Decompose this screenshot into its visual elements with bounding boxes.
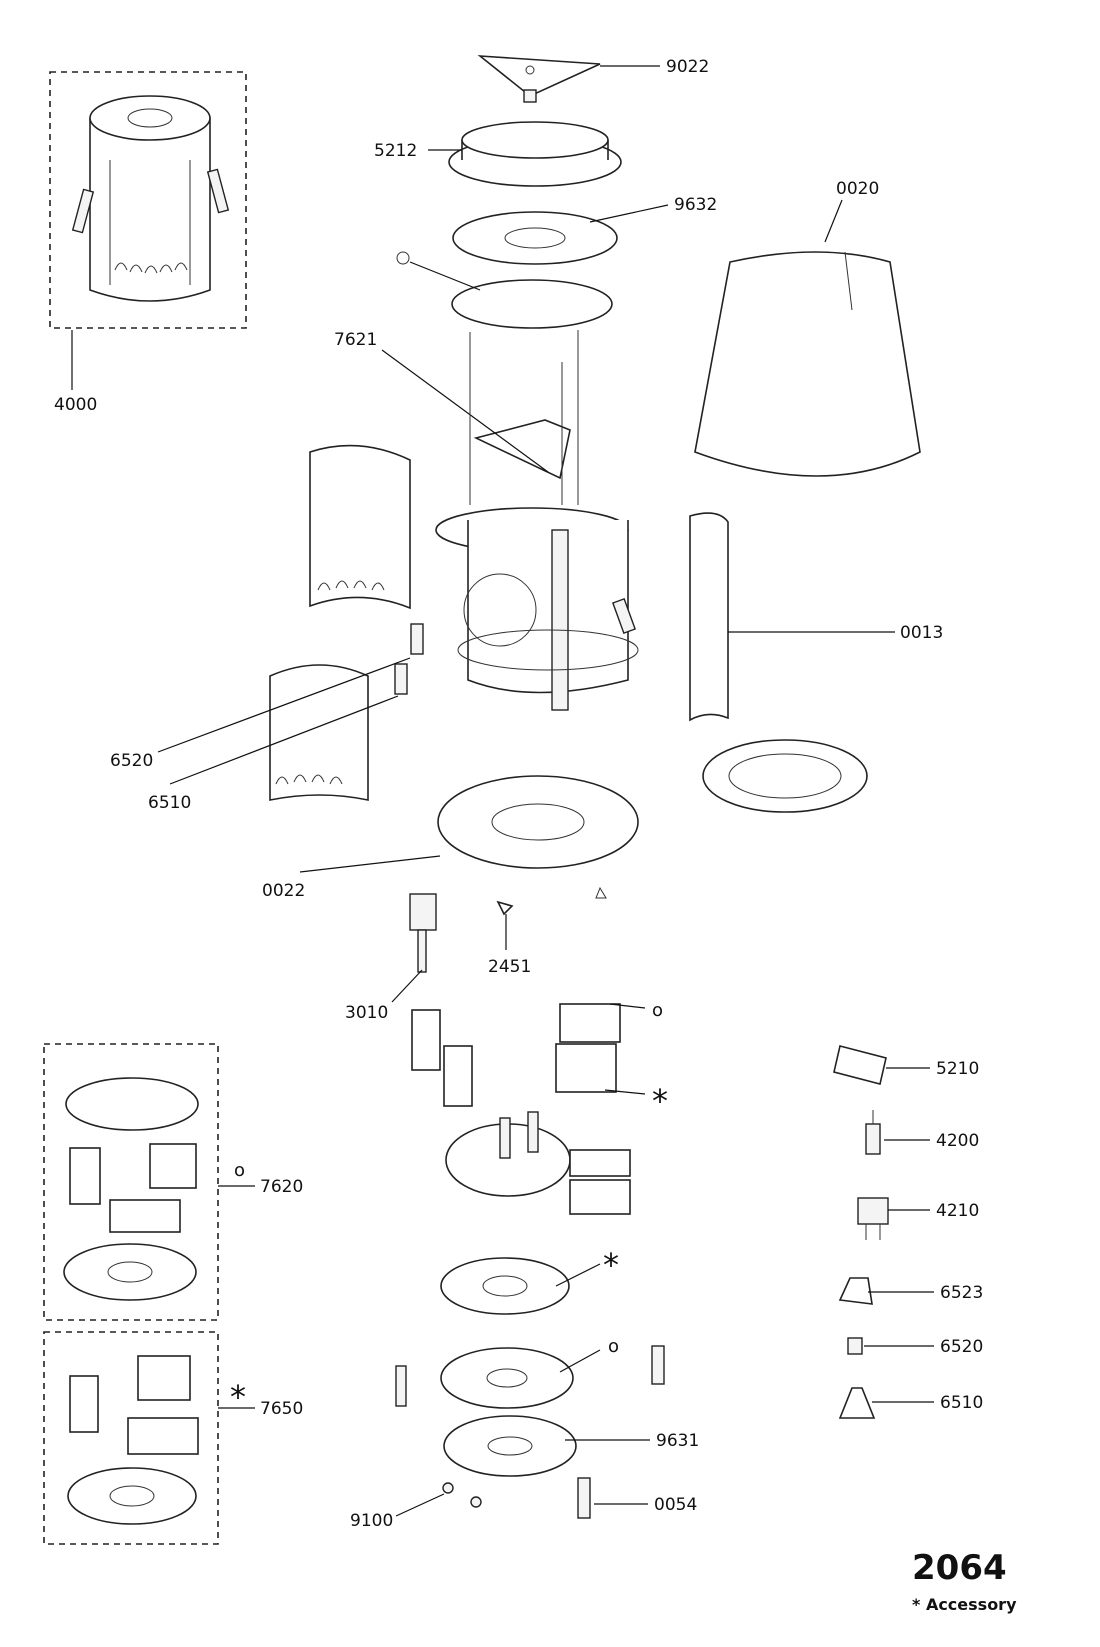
part-4000-cartridge (49, 71, 247, 390)
part-3010-switch (391, 893, 437, 1003)
part-7650-kit (43, 1331, 255, 1545)
label-6520-left: 6520 (110, 751, 153, 771)
part-base-unit (445, 1111, 631, 1215)
part-5210-board (833, 1045, 930, 1085)
label-4000: 4000 (54, 395, 97, 415)
part-9632-plate (452, 204, 669, 265)
marker-circle-disc: o (608, 1336, 619, 1357)
part-6510-lamp (838, 1387, 934, 1419)
part-0020-hood (694, 199, 921, 477)
label-6520-right: 6520 (940, 1337, 983, 1357)
label-4200: 4200 (936, 1131, 979, 1151)
part-lamps-left (157, 623, 424, 785)
part-disc-o (396, 251, 613, 329)
label-3010: 3010 (345, 1003, 388, 1023)
part-5212-ring (428, 121, 622, 187)
part-6523-socket (838, 1277, 934, 1305)
marker-star-filter: * (652, 1082, 668, 1120)
part-shell-left-upper (309, 444, 411, 610)
label-9022: 9022 (666, 57, 709, 77)
part-2451-clip (496, 900, 514, 950)
part-7620-kit (43, 1043, 255, 1321)
label-9632: 9632 (674, 195, 717, 215)
part-0022-base-disc (299, 775, 639, 899)
marker-star-disc: * (603, 1246, 619, 1284)
part-7621-frame (381, 330, 579, 505)
label-0013: 0013 (900, 623, 943, 643)
part-0013-shell-right (611, 512, 895, 722)
label-5212: 5212 (374, 141, 417, 161)
part-0054-clip (577, 1477, 648, 1519)
part-4210-coil (857, 1197, 930, 1240)
part-9100-screw (395, 1482, 482, 1517)
label-0054: 0054 (654, 1495, 697, 1515)
part-9022-bracket (477, 55, 660, 103)
marker-star-7650: * (230, 1378, 246, 1416)
diagram-id: 2064 (912, 1548, 1007, 1588)
label-6523: 6523 (940, 1283, 983, 1303)
accessory-legend: * Accessory (912, 1595, 1017, 1614)
label-0020: 0020 (836, 179, 879, 199)
label-5210: 5210 (936, 1059, 979, 1079)
label-6510-left: 6510 (148, 793, 191, 813)
marker-circle-top: o (652, 1000, 663, 1021)
part-9631-plate (443, 1415, 650, 1477)
marker-circle-7620: o (234, 1160, 245, 1181)
part-ring-right (702, 739, 868, 813)
part-filter-segments (411, 1003, 646, 1107)
label-7621: 7621 (334, 330, 377, 350)
part-4200-capacitor (865, 1110, 930, 1155)
label-7650: 7650 (260, 1399, 303, 1419)
part-disc-o-lower (395, 1345, 665, 1409)
label-9100: 9100 (350, 1511, 393, 1531)
part-shell-left-lower (269, 664, 369, 801)
label-0022: 0022 (262, 881, 305, 901)
label-6510-right: 6510 (940, 1393, 983, 1413)
label-4210: 4210 (936, 1201, 979, 1221)
label-7620: 7620 (260, 1177, 303, 1197)
label-2451: 2451 (488, 957, 531, 977)
part-accessory-disc (440, 1257, 601, 1315)
part-motor-housing (435, 507, 639, 711)
label-9631: 9631 (656, 1431, 699, 1451)
part-6520-lamp (847, 1337, 934, 1355)
